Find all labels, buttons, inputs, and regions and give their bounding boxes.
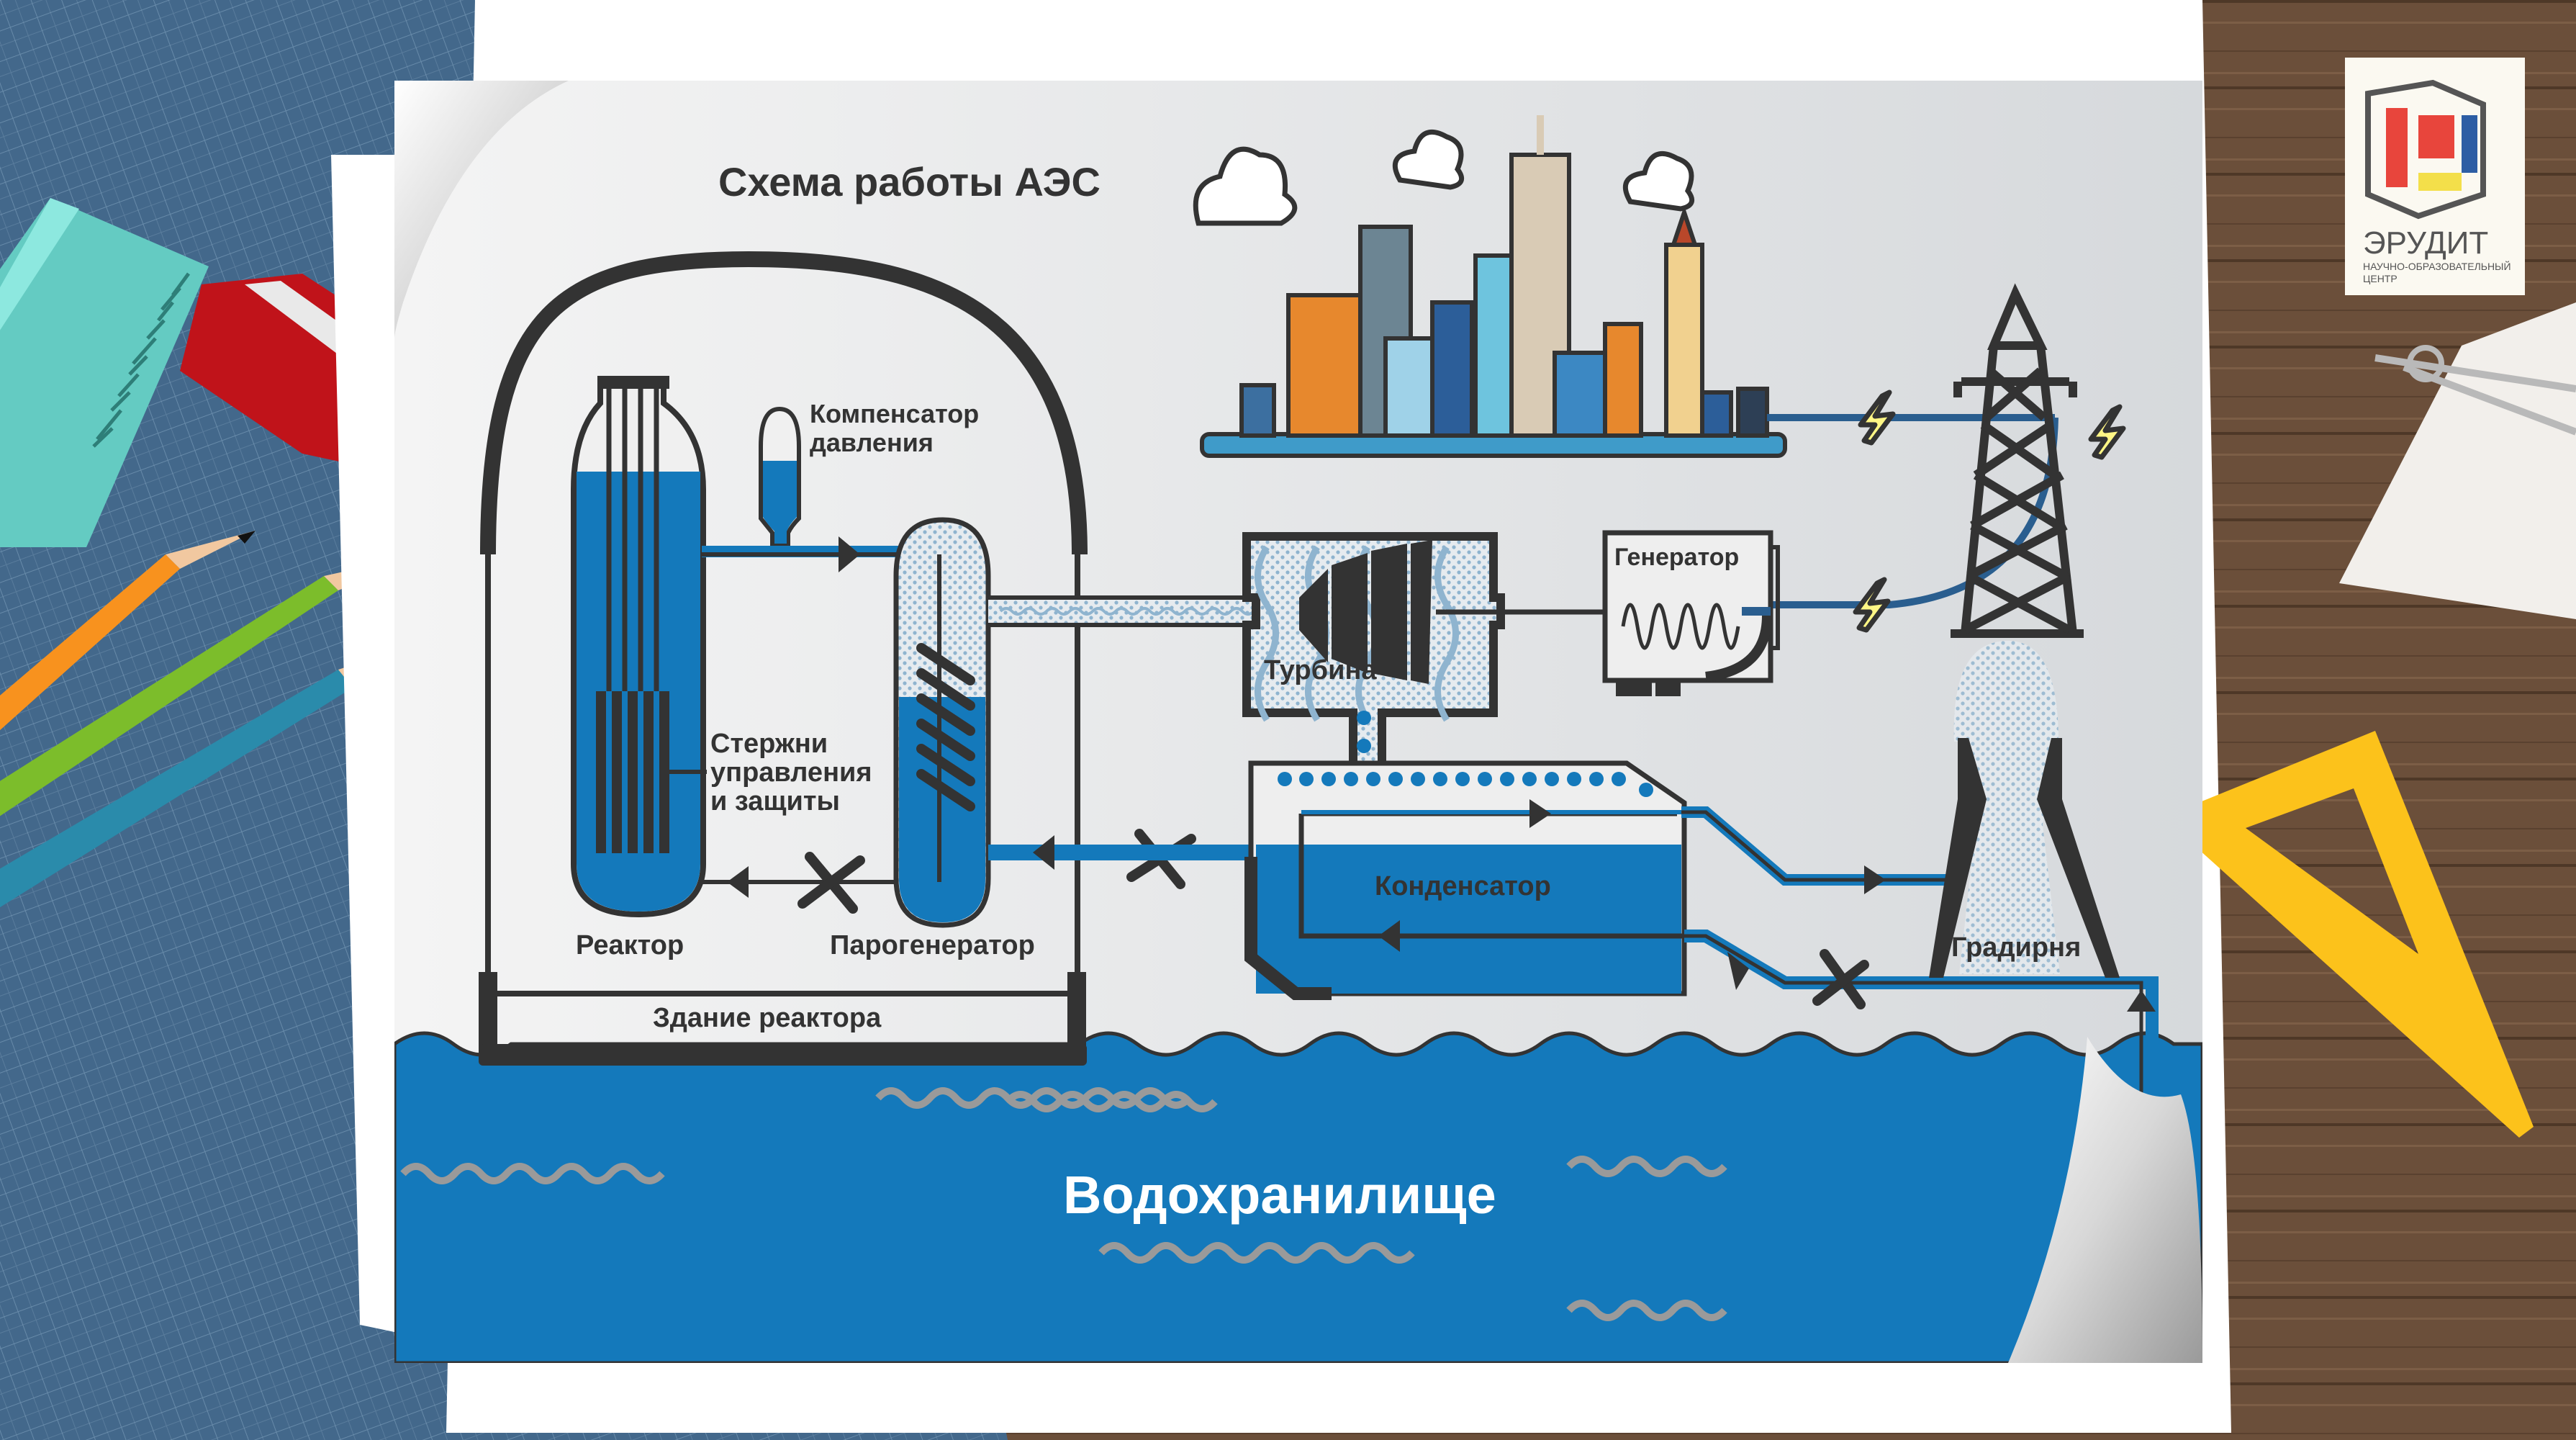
logo-subtitle-line1: НАУЧНО-ОБРАЗОВАТЕЛЬНЫЙ <box>2363 260 2511 272</box>
control-rods-line3: и защиты <box>710 786 840 816</box>
page-curl-bottom-right <box>2008 1037 2202 1363</box>
compass-tool <box>2374 345 2576 436</box>
set-square <box>2163 731 2534 1138</box>
control-rods-line1: Стержни <box>710 729 828 759</box>
control-rods-line2: управления <box>710 757 872 788</box>
logo-name: ЭРУДИТ <box>2363 225 2488 261</box>
logo-subtitle-line2: ЦЕНТР <box>2363 273 2398 284</box>
main-diagram-paper: Схема работы АЭС <box>394 81 2202 1363</box>
back-paper-sheet-2 <box>331 155 394 1332</box>
city-skyline-icon <box>1200 115 1787 458</box>
steam-generator-label: Парогенератор <box>830 930 1035 960</box>
water-waves <box>400 1087 1727 1321</box>
feedwater-line <box>988 835 1273 870</box>
generator-label: Генератор <box>1614 544 1739 571</box>
ruler <box>0 198 209 547</box>
condenser: Конденсатор <box>1244 711 1687 1000</box>
reservoir-label: Водохранилище <box>1063 1165 1496 1225</box>
valve-icon <box>1812 949 1869 1009</box>
pressurizer: Компенсатор давления <box>759 399 979 548</box>
turbine-label: Турбина <box>1264 655 1377 685</box>
cooling-tower: Градирня <box>1929 641 2120 978</box>
valve-icon <box>797 852 865 914</box>
flow-arrow-icon <box>2127 990 2156 1012</box>
condenser-label: Конденсатор <box>1375 871 1551 901</box>
steam-pipe <box>988 595 1256 627</box>
cooling-water-lines <box>1681 806 2159 1094</box>
flow-arrow-icon <box>839 536 860 572</box>
reactor-building: Здание реактора <box>479 251 1088 1066</box>
flow-arrow-icon <box>1727 952 1749 990</box>
reactor-building-label: Здание реактора <box>653 1003 882 1033</box>
erudit-logo: ЭРУДИТ НАУЧНО-ОБРАЗОВАТЕЛЬНЫЙ ЦЕНТР <box>2345 58 2525 295</box>
pressurizer-line1: Компенсатор <box>810 399 979 428</box>
reactor-vessel: Реактор <box>571 376 707 960</box>
power-tower-icon <box>1951 283 2084 638</box>
page-curl-top-left <box>394 81 569 338</box>
flow-arrow-icon <box>1033 835 1054 870</box>
cooling-tower-label: Градирня <box>1951 932 2081 963</box>
control-rods-label: Стержни управления и защиты <box>710 729 872 816</box>
lightning-icon <box>1853 390 2126 633</box>
reservoir-water <box>394 1031 2202 1363</box>
diagram-title: Схема работы АЭС <box>718 159 1101 204</box>
reactor-label: Реактор <box>576 930 684 960</box>
flow-arrow-icon <box>1378 920 1400 952</box>
cloud-icon <box>1193 129 1695 226</box>
flow-arrow-icon <box>727 866 749 898</box>
flow-arrow-icon <box>1864 865 1886 894</box>
steam-generator: Парогенератор <box>830 517 1035 960</box>
pressurizer-line2: давления <box>810 428 934 457</box>
flow-arrow-icon <box>1529 799 1551 828</box>
turbine: Турбина <box>1242 532 1612 782</box>
generator: Генератор <box>1602 530 1780 696</box>
condensate-drops <box>1278 711 1653 797</box>
